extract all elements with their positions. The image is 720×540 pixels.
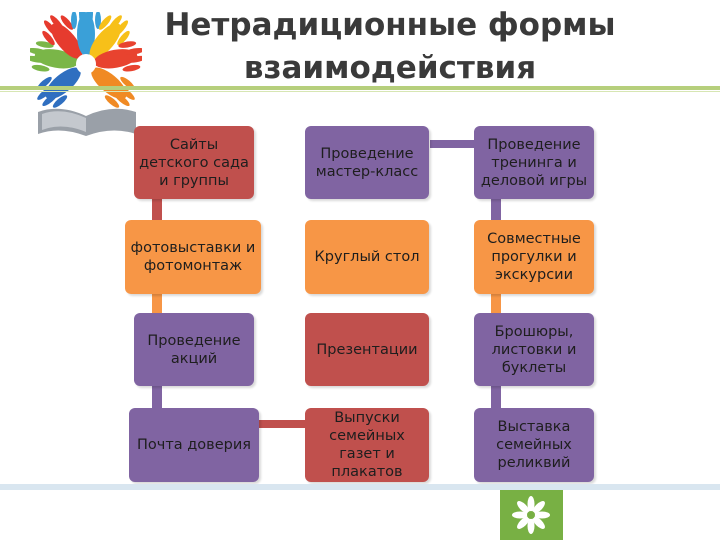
hands-logo-icon (26, 4, 146, 141)
flower-emblem-icon (512, 496, 550, 534)
connector (152, 386, 162, 408)
header-divider-thin (0, 91, 720, 92)
title-line-1: Нетрадиционные формы (164, 7, 616, 43)
box-trust-mail: Почта доверия (129, 408, 259, 482)
box-photo: фотовыставки и фотомонтаж (125, 220, 261, 294)
box-label: Почта доверия (137, 437, 251, 453)
header-divider (0, 86, 720, 90)
footer-band (0, 484, 720, 490)
box-actions: Проведение акций (134, 313, 254, 386)
box-site: Сайты детского сада и группы (134, 126, 254, 199)
box-label: Круглый стол (314, 249, 420, 265)
box-label: фотовыставки и фотомонтаж (130, 240, 256, 274)
connector (259, 420, 305, 428)
box-walks: Совместные прогулки и экскурсии (474, 220, 594, 294)
box-presentations: Презентации (305, 313, 429, 386)
box-label: Проведение акций (147, 332, 241, 367)
box-relics: Выставка семейных реликвий (474, 408, 594, 482)
page-title: Нетрадиционные формы взаимодействия (130, 4, 650, 90)
connector (491, 386, 501, 408)
box-label: Выставка семейных реликвий (496, 419, 572, 471)
box-training: Проведение тренинга и деловой игры (474, 126, 594, 199)
box-label: Проведение мастер-класс (315, 145, 419, 180)
title-line-2: взаимодействия (243, 50, 537, 86)
connector (491, 199, 501, 220)
connector (491, 294, 501, 313)
box-round-table: Круглый стол (305, 220, 429, 294)
box-brochures: Брошюры, листовки и буклеты (474, 313, 594, 386)
connector (152, 199, 162, 220)
box-newspapers: Выпуски семейных газет и плакатов (305, 408, 429, 482)
box-label: Выпуски семейных газет и плакатов (329, 410, 405, 480)
box-label: Совместные прогулки и экскурсии (487, 231, 581, 283)
box-label: Презентации (316, 341, 418, 358)
box-label: Сайты детского сада и группы (139, 136, 249, 189)
box-master-class: Проведение мастер-класс (305, 126, 429, 199)
box-label: Проведение тренинга и деловой игры (480, 136, 588, 189)
box-label: Брошюры, листовки и буклеты (491, 323, 577, 376)
footer-panel (500, 490, 563, 540)
connector (430, 140, 474, 148)
connector (152, 294, 162, 313)
